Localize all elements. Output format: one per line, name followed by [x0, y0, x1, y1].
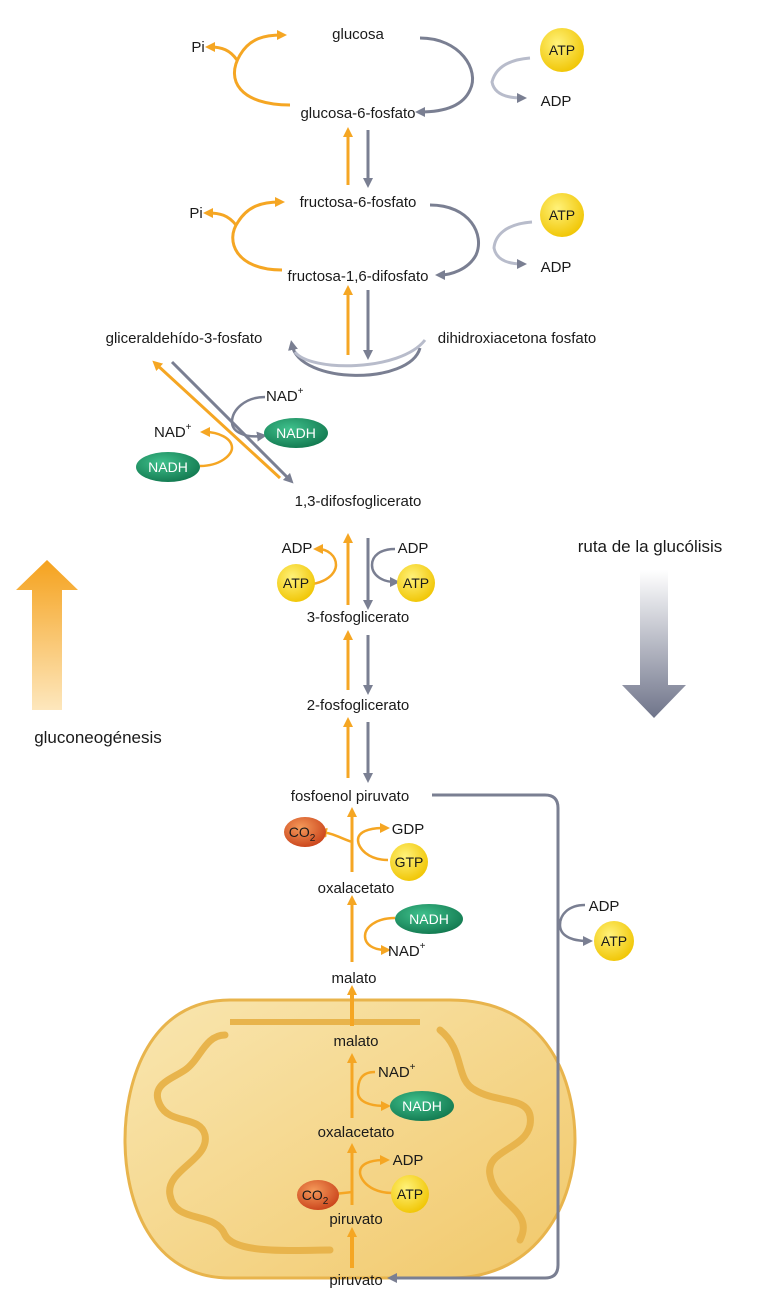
- side-reactions: [199, 30, 593, 1196]
- nadh-badge-2: NADH: [136, 452, 200, 482]
- svg-text:NADH: NADH: [148, 459, 188, 475]
- gtp-badge: GTP: [390, 843, 428, 881]
- label-piruvato-cytosol: piruvato: [329, 1272, 382, 1289]
- label-oxalacetato-cytosol: oxalacetato: [318, 880, 395, 897]
- legend-gluconeogenesis: gluconeogénesis: [34, 728, 162, 747]
- atp-badge-1: ATP: [540, 28, 584, 72]
- svg-text:NADH: NADH: [276, 425, 316, 441]
- nadh-badges: NADH NADH NADH NADH: [136, 418, 463, 1121]
- svg-text:ATP: ATP: [601, 933, 627, 949]
- label-adp-5: ADP: [589, 898, 620, 915]
- nadh-badge-1: NADH: [264, 418, 328, 448]
- atp-badge-5: ATP: [594, 921, 634, 961]
- svg-text:NADH: NADH: [402, 1098, 442, 1114]
- atp-badges: ATP ATP ATP ATP GTP ATP ATP: [277, 28, 634, 1213]
- atp-badge-2: ATP: [540, 193, 584, 237]
- nadh-badge-4: NADH: [390, 1091, 454, 1121]
- label-nad-1: NAD+: [266, 386, 304, 405]
- label-nad-4: NAD+: [378, 1062, 416, 1081]
- metabolite-labels: glucosa glucosa-6-fosfato fructosa-6-fos…: [106, 26, 597, 1289]
- svg-text:CO2: CO2: [289, 824, 316, 844]
- svg-text:ATP: ATP: [283, 575, 309, 591]
- cofactor-labels: Pi Pi ADP ADP ADP ADP ADP ADP GDP NAD+ N…: [154, 39, 619, 1169]
- label-malato-mito: malato: [333, 1033, 378, 1050]
- label-fructosa-6-fosfato: fructosa-6-fosfato: [300, 194, 417, 211]
- label-pi-2: Pi: [189, 205, 202, 222]
- label-glucosa-6-fosfato: glucosa-6-fosfato: [300, 105, 415, 122]
- svg-text:ATP: ATP: [549, 207, 575, 223]
- pathway-arrows: [152, 127, 560, 1283]
- label-adp-1: ADP: [541, 93, 572, 110]
- co2-badge-1: CO2: [284, 817, 326, 847]
- co2-badges: CO2 CO2: [284, 817, 339, 1210]
- label-3-fosfoglicerato: 3-fosfoglicerato: [307, 609, 410, 626]
- atp-badge-3: ATP: [277, 564, 315, 602]
- label-oxalacetato-mito: oxalacetato: [318, 1124, 395, 1141]
- label-fosfoenol-piruvato: fosfoenol piruvato: [291, 788, 409, 805]
- nadh-badge-3: NADH: [395, 904, 463, 934]
- label-malato-cytosol: malato: [331, 970, 376, 987]
- svg-text:ATP: ATP: [397, 1186, 423, 1202]
- label-2-fosfoglicerato: 2-fosfoglicerato: [307, 697, 410, 714]
- label-nad-2: NAD+: [154, 422, 192, 441]
- label-adp-3: ADP: [282, 540, 313, 557]
- svg-text:GTP: GTP: [395, 854, 424, 870]
- co2-badge-2: CO2: [297, 1180, 339, 1210]
- legend-glycolysis: ruta de la glucólisis: [578, 537, 723, 556]
- label-gliceraldehido-3-fosfato: gliceraldehído-3-fosfato: [106, 330, 263, 347]
- label-adp-2: ADP: [541, 259, 572, 276]
- atp-badge-6: ATP: [391, 1175, 429, 1213]
- label-1-3-difosfoglicerato: 1,3-difosfoglicerato: [295, 493, 422, 510]
- label-adp-4: ADP: [398, 540, 429, 557]
- label-nad-3: NAD+: [388, 941, 426, 960]
- svg-text:NADH: NADH: [409, 911, 449, 927]
- svg-text:ATP: ATP: [549, 42, 575, 58]
- label-gdp: GDP: [392, 821, 425, 838]
- label-pi-1: Pi: [191, 39, 204, 56]
- label-adp-6: ADP: [393, 1152, 424, 1169]
- gluconeogenesis-direction-arrow: [16, 560, 78, 710]
- label-glucosa: glucosa: [332, 26, 384, 43]
- svg-text:ATP: ATP: [403, 575, 429, 591]
- label-dihidroxiacetona-fosfato: dihidroxiacetona fosfato: [438, 330, 596, 347]
- label-piruvato-mito: piruvato: [329, 1211, 382, 1228]
- label-fructosa-1-6-difosfato: fructosa-1,6-difosfato: [288, 268, 429, 285]
- atp-badge-4: ATP: [397, 564, 435, 602]
- svg-text:CO2: CO2: [302, 1187, 329, 1207]
- glycolysis-direction-arrow: [622, 570, 686, 718]
